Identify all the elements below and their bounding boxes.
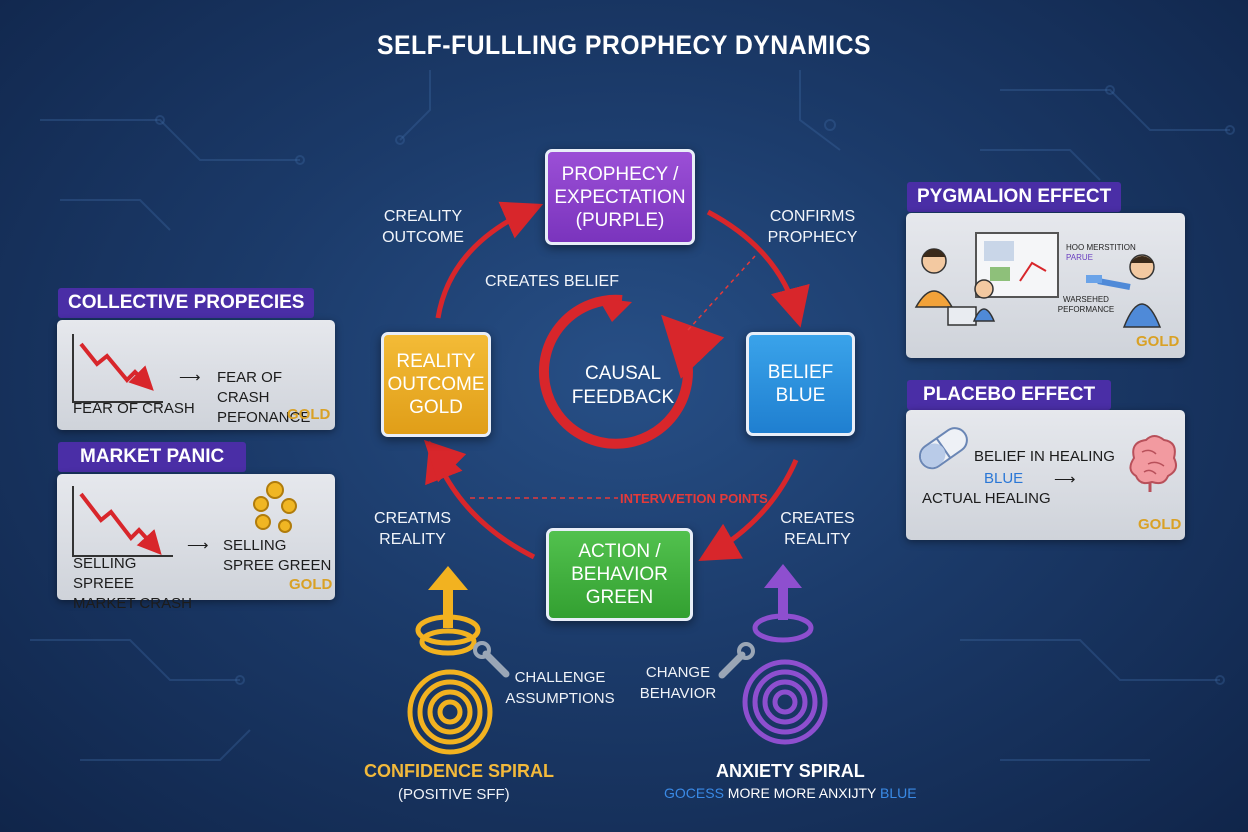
change-behavior-label: CHANGE BEHAVIOR — [639, 664, 717, 702]
edge-label-creates-belief: CREATES BELIEF — [485, 273, 619, 290]
down-trend-chart-icon-market — [72, 486, 173, 557]
pygmalion-gold-tag: GOLD — [1136, 333, 1180, 350]
collective-gold-tag: GOLD — [287, 406, 331, 423]
collective-panel: ⟶ FEAR OF CRASH PEFONANCE FEAR OF CRASH … — [57, 320, 335, 430]
market-chart-label: SELLING SPREEE MARKET CRASH — [73, 555, 192, 612]
causal-feedback-label: CAUSAL FEEDBACK — [571, 363, 675, 408]
reality-node: REALITY OUTCOME GOLD — [381, 332, 491, 437]
arrow-reality-back — [423, 439, 467, 483]
edge-label-bottom-left: CREATMS REALITY — [373, 510, 452, 548]
edge-label-bottom-right: CREATES REALITY — [780, 510, 855, 548]
intervention-line-diagonal — [687, 255, 756, 331]
market-panel: SELLING SPREEE MARKET CRASH ⟶ SELLING SP… — [57, 474, 335, 612]
collective-arrow: ⟶ — [179, 369, 201, 386]
anxiety-sub-blue: BLUE — [880, 785, 917, 801]
placebo-arrow: ⟶ — [1054, 471, 1076, 488]
arrow-belief-to-action — [698, 459, 799, 561]
placebo-panel: BELIEF IN HEALING BLUE ⟶ ACTUAL HEALING … — [906, 410, 1185, 540]
action-node: ACTION / BEHAVIOR GREEN — [546, 528, 693, 621]
pill-icon — [918, 427, 968, 470]
market-gold-tag: GOLD — [289, 576, 333, 593]
wrench-icon-right — [718, 642, 755, 679]
anxiety-spiral-title: ANXIETY SPIRAL — [716, 761, 865, 781]
down-trend-chart-icon — [72, 334, 163, 403]
placebo-line-1: BELIEF IN HEALING — [974, 448, 1115, 465]
wrench-icon — [473, 641, 510, 678]
confidence-spiral-icon — [407, 566, 493, 755]
anxiety-sub-white: MORE MORE ANXIJTY — [727, 785, 877, 801]
collective-chart-label: FEAR OF CRASH — [73, 400, 195, 417]
brain-icon — [1129, 435, 1177, 492]
prophecy-node: PROPHECY / EXPECTATION (PURPLE) — [545, 149, 695, 245]
edge-label-top-right: CONFIRMS PROPHECY — [767, 208, 858, 246]
anxiety-spiral-subtitle: GOCESS MORE MORE ANXIJTY BLUE — [664, 785, 917, 801]
pygmalion-note-1b: PARUE — [1066, 253, 1093, 262]
causal-feedback-ring — [538, 294, 725, 449]
market-panel-header: MARKET PANIC — [58, 442, 247, 472]
anxiety-spiral-icon — [742, 564, 828, 745]
placebo-line-3: ACTUAL HEALING — [922, 490, 1051, 507]
pygmalion-panel: HOO MERSTITION PARUE WARSEHED PEFORMANCE… — [906, 213, 1185, 358]
edge-label-top-left: CREALITY OUTCOME — [382, 208, 464, 246]
confidence-spiral-subtitle: (POSITIVE SFF) — [398, 786, 510, 803]
collective-panel-header: COLLECTIVE PROPECIES — [58, 288, 315, 318]
coins-icon — [253, 481, 297, 533]
arrow-reality-to-prophecy — [435, 201, 544, 319]
anxiety-sub-gold: GOCESS — [664, 785, 724, 801]
belief-node: BELIEF BLUE — [746, 332, 855, 436]
arrow-prophecy-to-belief — [706, 209, 810, 328]
placebo-panel-header: PLACEBO EFFECT — [907, 380, 1112, 410]
market-arrow: ⟶ — [187, 537, 209, 554]
pygmalion-note-1: HOO MERSTITION — [1066, 243, 1136, 252]
collective-arrow-text: FEAR OF CRASH PEFONANCE — [217, 369, 311, 426]
placebo-line-2: BLUE — [984, 470, 1024, 487]
page-title: SELF-FULLLING PROPHECY DYNAMICS — [376, 30, 872, 60]
circuit-background — [30, 70, 1235, 761]
causal-feedback-arrowhead — [598, 298, 632, 322]
teacher-student-icon — [914, 232, 1162, 328]
pygmalion-panel-header: PYGMALION EFFECT — [907, 182, 1122, 212]
placebo-gold-tag: GOLD — [1138, 516, 1182, 533]
confidence-spiral-title: CONFIDENCE SPIRAL — [364, 761, 555, 781]
intervention-points-label: INTERVVETION POINTS — [620, 491, 768, 506]
market-arrow-text: SELLING SPREE GREEN — [223, 537, 332, 574]
challenge-assumptions-label: CHALLENGE ASSUMPTIONS — [505, 669, 615, 707]
pygmalion-note-2: WARSEHED PEFORMANCE — [1057, 295, 1115, 314]
